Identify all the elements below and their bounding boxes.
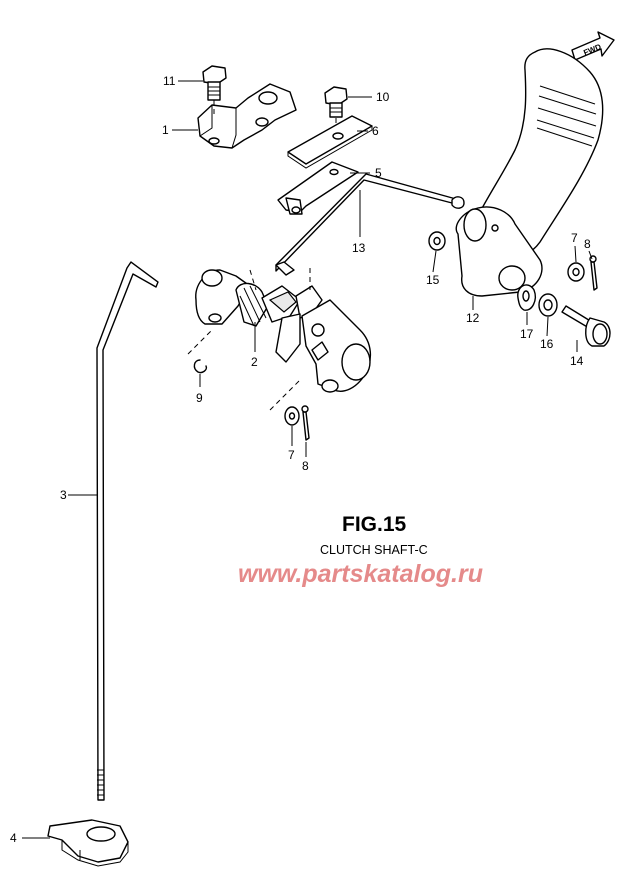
washer-part-7-upper [567, 262, 585, 282]
fwd-arrow-icon: FWD [571, 31, 615, 61]
clutch-lever-part-12 [455, 48, 604, 297]
callout-8-lower: 8 [302, 459, 309, 473]
callout-2: 2 [251, 355, 258, 369]
washer-part-7-lower [284, 406, 300, 426]
spring-washer-part-17 [517, 284, 536, 311]
washer-part-16 [538, 293, 558, 317]
callout-7-upper: 7 [571, 231, 578, 245]
callout-1: 1 [162, 123, 169, 137]
shift-assembly-part-2 [187, 268, 371, 411]
callout-15: 15 [426, 273, 440, 287]
callout-7-lower: 7 [288, 448, 295, 462]
callout-6: 6 [372, 124, 379, 138]
washer-part-15 [428, 231, 446, 251]
rod-part-13 [275, 173, 465, 276]
callout-16: 16 [540, 337, 554, 351]
callout-17: 17 [520, 327, 534, 341]
callout-9: 9 [196, 391, 203, 405]
callout-5: 5 [375, 166, 382, 180]
callout-3: 3 [60, 488, 67, 502]
cotter-pin-part-8-lower [301, 405, 310, 441]
callout-12: 12 [466, 311, 480, 325]
callout-4: 4 [10, 831, 17, 845]
bracket-part-5 [277, 161, 359, 215]
leader-lines [22, 80, 593, 839]
watermark-text: www.partskatalog.ru [238, 560, 483, 588]
rod-part-3 [96, 261, 159, 801]
bolt-part-14 [561, 305, 611, 347]
bolt-part-10 [324, 86, 348, 128]
bracket-part-1 [197, 83, 297, 149]
bolt-part-11 [202, 65, 227, 114]
plate-part-6 [287, 115, 373, 169]
figure-subtitle: CLUTCH SHAFT-C [320, 543, 428, 557]
figure-title: FIG.15 [342, 513, 407, 536]
clip-part-9 [193, 359, 208, 374]
callout-14: 14 [570, 354, 584, 368]
callout-13: 13 [352, 241, 366, 255]
callout-11: 11 [163, 74, 176, 88]
bracket-part-4 [47, 819, 129, 867]
callout-10: 10 [376, 90, 390, 104]
cotter-pin-part-8-upper [589, 255, 598, 291]
callout-8-upper: 8 [584, 237, 591, 251]
